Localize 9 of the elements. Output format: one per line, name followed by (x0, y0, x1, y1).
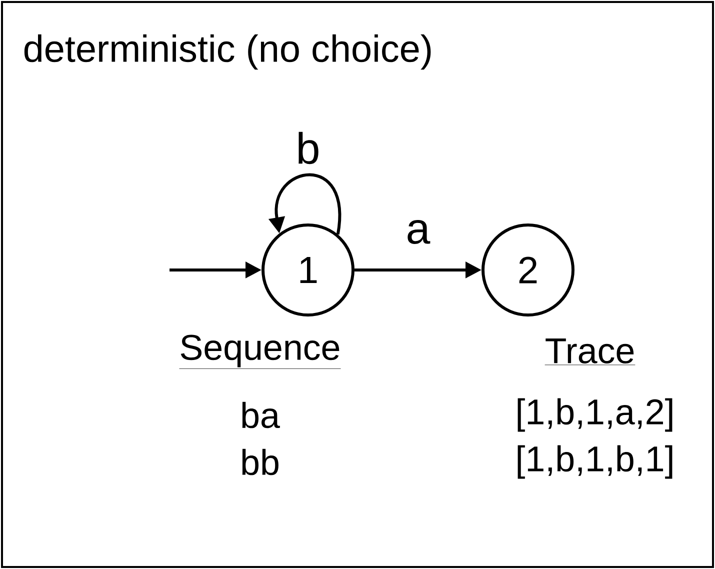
title: deterministic (no choice) (24, 34, 431, 70)
edge-label: a (404, 218, 432, 245)
column-header: Sequence (179, 334, 341, 369)
table-cell: [1,b,1,b,1] (518, 445, 672, 479)
edge-label: b (294, 130, 322, 166)
table-cell: bb (242, 448, 278, 476)
table-cell: [1,b,1,a,2] (518, 398, 672, 432)
table-cell: ba (242, 402, 280, 428)
column-header: Trace (544, 338, 636, 366)
